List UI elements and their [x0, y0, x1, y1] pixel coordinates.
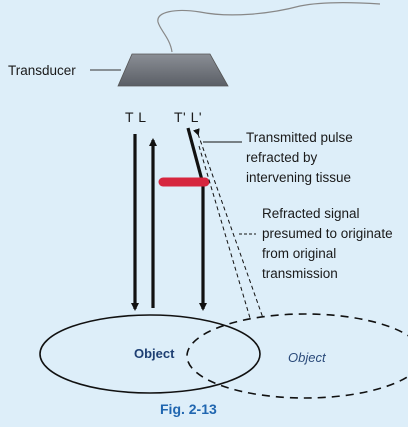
- refracted-line-2: presumed to originate: [262, 226, 393, 241]
- transducer-cable: [157, 2, 381, 53]
- tl-left-label: T L: [125, 109, 146, 125]
- refracted-line-4: transmission: [262, 266, 338, 281]
- refracted-pulse-upper: [186, 127, 205, 185]
- refracted-line-1: Refracted signal: [262, 206, 360, 221]
- refracted-annotation: Refracted signal presumed to originate f…: [262, 206, 396, 281]
- object-ghost-label: Object: [288, 350, 327, 365]
- object-real-label: Object: [134, 346, 175, 361]
- tl-right-label: T' L': [174, 109, 202, 125]
- transducer-label: Transducer: [8, 63, 76, 78]
- transmitted-line-3: intervening tissue: [246, 170, 351, 185]
- presumed-path-outer: [193, 128, 264, 319]
- transmitted-annotation: Transmitted pulse refracted by interveni…: [246, 130, 357, 185]
- object-real-ellipse: [39, 314, 261, 394]
- transmitted-line-1: Transmitted pulse: [246, 130, 353, 145]
- presumed-path-inner: [198, 145, 251, 319]
- object-ghost-ellipse: [186, 313, 408, 399]
- transmitted-line-2: refracted by: [246, 150, 318, 165]
- transducer-body: [117, 53, 229, 87]
- figure-caption: Fig. 2-13: [160, 401, 217, 417]
- refracted-line-3: from original: [262, 246, 336, 261]
